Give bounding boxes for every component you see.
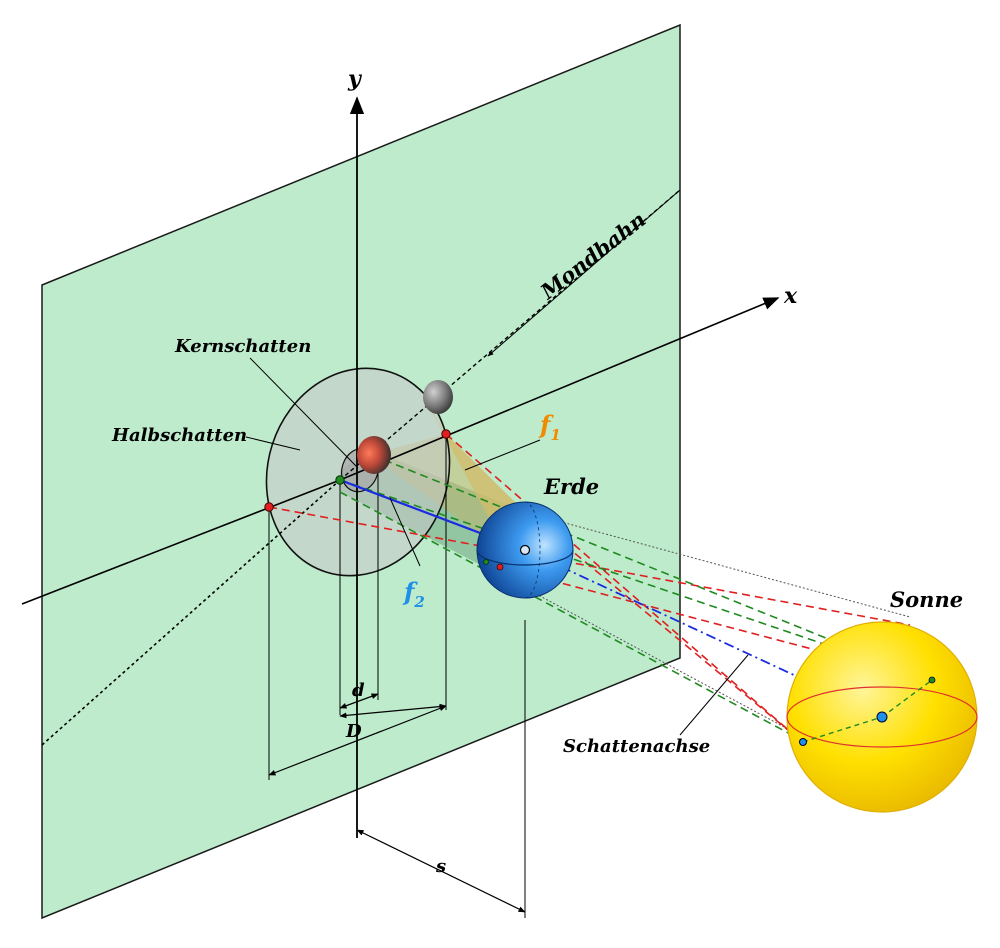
x-axis-label: x bbox=[783, 283, 798, 309]
mondbahn-pointer bbox=[487, 189, 681, 357]
f1-pointer bbox=[464, 439, 541, 471]
dim-label-d: d bbox=[352, 680, 365, 701]
f2-letter: f bbox=[402, 577, 418, 606]
halbschatten-label: Halbschatten bbox=[111, 425, 247, 446]
f2-pointer bbox=[389, 497, 421, 567]
x-axis-left bbox=[21, 479, 341, 605]
dim-label-D: D bbox=[345, 721, 362, 742]
schattenachse-pointer bbox=[679, 654, 749, 736]
y-axis-label: y bbox=[347, 66, 363, 92]
erde-label: Erde bbox=[543, 474, 599, 499]
kernschatten-pointer bbox=[249, 357, 359, 469]
x-axis-back-dotted bbox=[41, 479, 341, 746]
f1-label: f1 bbox=[538, 410, 561, 444]
moon-back bbox=[423, 380, 453, 414]
kernschatten-label: Kernschatten bbox=[174, 336, 311, 357]
dotted-line-upper bbox=[524, 511, 911, 618]
schattenachse-label: Schattenachse bbox=[563, 736, 710, 757]
f2-subscript: 2 bbox=[413, 593, 424, 611]
point-red-upper bbox=[441, 429, 451, 439]
x-axis-right bbox=[339, 297, 780, 481]
sun bbox=[786, 621, 978, 813]
penumbra-cone-yellow bbox=[420, 390, 525, 520]
sonne-label: Sonne bbox=[890, 587, 963, 612]
halbschatten-pointer bbox=[245, 436, 301, 451]
f1-subscript: 1 bbox=[550, 426, 560, 444]
green-dashed-2 bbox=[339, 491, 806, 743]
dim-arrow-s bbox=[356, 829, 526, 913]
point-red-left bbox=[264, 502, 274, 512]
point-green-center bbox=[335, 475, 345, 485]
f1-letter: f bbox=[538, 410, 554, 439]
dim-arrow-big bbox=[268, 705, 447, 776]
moon-front bbox=[357, 436, 391, 474]
dim-label-s: s bbox=[435, 856, 446, 877]
f2-label: f2 bbox=[402, 577, 425, 611]
earth bbox=[476, 501, 574, 599]
